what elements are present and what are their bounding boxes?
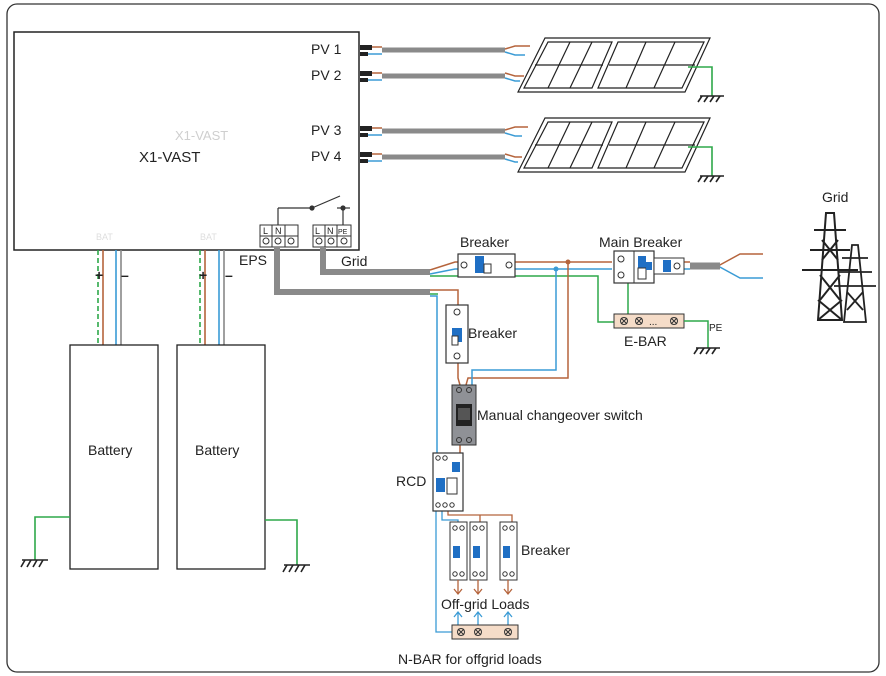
battery-ground-icon <box>20 516 310 573</box>
inverter-label: X1-VAST <box>139 149 200 166</box>
battery-label: Battery <box>88 442 132 458</box>
offgrid-loads-label: Off-grid Loads <box>441 596 529 612</box>
battery-plus-label: + <box>199 267 207 283</box>
pv-port-label: PV 3 <box>311 122 342 138</box>
ebar-ground-icon <box>693 347 720 355</box>
svg-text:BAT: BAT <box>96 232 113 242</box>
ac-cables <box>274 247 763 633</box>
grid-label: Grid <box>822 189 848 205</box>
pv-panel <box>517 117 711 173</box>
load-breaker <box>469 521 488 581</box>
n-bar-label: N-BAR for offgrid loads <box>398 651 542 667</box>
rcd-label: RCD <box>396 473 426 489</box>
load-neutral-arrows <box>453 610 513 625</box>
eps-terminal-block: L N <box>259 224 299 248</box>
inverter: X1-VAST X1-VAST PV 1 PV 2 PV 3 PV 4 L N <box>13 31 360 251</box>
battery: Battery <box>69 344 159 570</box>
battery-cables <box>97 250 225 345</box>
pv-port-label: PV 4 <box>311 148 342 164</box>
diagram-frame <box>6 3 880 673</box>
pv-panel <box>517 37 711 93</box>
svg-text:L: L <box>263 226 268 236</box>
eps-breaker: Breaker <box>445 304 517 364</box>
grid-port-label: Grid <box>341 253 367 269</box>
battery-plus-label: + <box>95 267 103 283</box>
grid-breaker: Breaker <box>457 234 516 278</box>
load-breaker <box>449 521 468 581</box>
pv-ground-icon <box>688 66 724 183</box>
pv-port-label: PV 2 <box>311 67 342 83</box>
grid-tower-icon: Grid <box>802 189 876 323</box>
battery-minus-label: – <box>225 267 233 283</box>
inverter-ghost-label: X1-VAST <box>175 128 228 143</box>
manual-changeover-switch: Manual changeover switch <box>451 384 643 446</box>
breaker-label: Breaker <box>468 325 517 341</box>
pv-port-label: PV 1 <box>311 41 342 57</box>
battery: Battery <box>176 344 266 570</box>
battery-label: Battery <box>195 442 239 458</box>
main-breaker-label: Main Breaker <box>599 234 683 250</box>
battery-minus-label: – <box>121 267 129 283</box>
rcd: RCD <box>396 452 464 512</box>
load-output-arrows <box>453 580 513 596</box>
load-breaker <box>499 521 518 581</box>
load-breaker-label: Breaker <box>521 542 570 558</box>
svg-text:PE: PE <box>338 229 348 236</box>
grid-terminal-block: L N PE <box>312 224 352 248</box>
svg-text:BAT: BAT <box>200 232 217 242</box>
svg-text:L: L <box>315 226 320 236</box>
manual-switch-label: Manual changeover switch <box>477 407 643 423</box>
svg-text:...: ... <box>649 317 657 328</box>
main-breaker: Main Breaker <box>599 234 685 284</box>
breaker-label: Breaker <box>460 234 509 250</box>
pv-cables <box>360 45 530 163</box>
svg-text:N: N <box>327 226 334 236</box>
n-bar: N-BAR for offgrid loads <box>398 624 542 667</box>
pe-label: PE <box>709 323 723 334</box>
e-bar: ... E-BAR PE <box>613 313 723 355</box>
inverter-internal-switch <box>277 195 350 225</box>
svg-text:N: N <box>275 226 282 236</box>
eps-label: EPS <box>239 252 267 268</box>
e-bar-label: E-BAR <box>624 333 667 349</box>
